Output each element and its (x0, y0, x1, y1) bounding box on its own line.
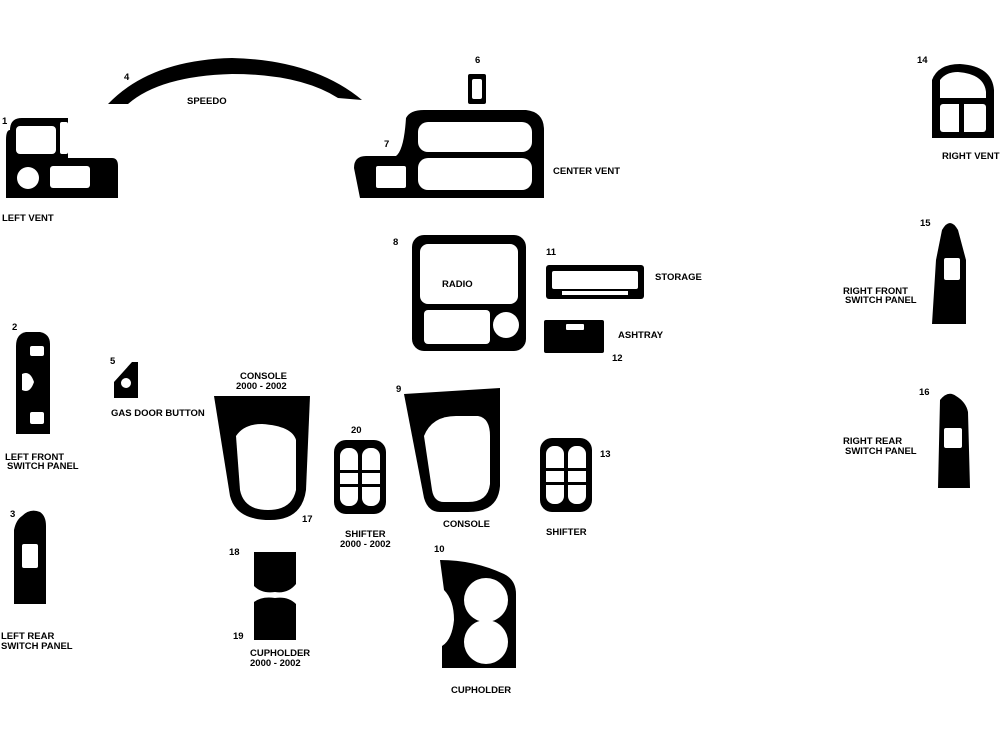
label-left-rear-2: SWITCH PANEL (1, 641, 73, 652)
label-shifter-2000-b: 2000 - 2002 (340, 539, 391, 550)
cupholder-piece (440, 560, 516, 668)
part-number-8: 8 (393, 237, 398, 248)
label-left-front-1: LEFT FRONT (5, 452, 64, 463)
label-ashtray: ASHTRAY (618, 330, 664, 341)
shifter-2000-2002-piece (334, 440, 386, 514)
part-number-6: 6 (475, 55, 480, 66)
right-vent-piece (932, 64, 994, 138)
console-2000-2002-piece (214, 396, 310, 520)
part-number-5: 5 (110, 356, 116, 367)
label-speedo: SPEEDO (187, 96, 227, 107)
part-number-9: 9 (396, 384, 401, 395)
part-number-15: 15 (920, 218, 931, 229)
left-vent-piece (6, 118, 118, 198)
label-radio: RADIO (442, 279, 473, 290)
label-gas-door-button: GAS DOOR BUTTON (111, 408, 205, 419)
label-right-rear-2: SWITCH PANEL (845, 446, 917, 457)
left-front-switch-piece (16, 332, 50, 434)
part-number-2: 2 (12, 322, 17, 333)
label-right-front-2: SWITCH PANEL (845, 295, 917, 306)
ashtray-piece (544, 320, 604, 353)
label-console: CONSOLE (443, 519, 490, 530)
label-right-front-1: RIGHT FRONT (843, 286, 908, 297)
center-vent-piece (354, 110, 544, 198)
label-cupholder-2000-b: 2000 - 2002 (250, 658, 301, 669)
part-number-20: 20 (351, 425, 362, 436)
part-number-16: 16 (919, 387, 930, 398)
label-center-vent: CENTER VENT (553, 166, 620, 177)
label-right-vent: RIGHT VENT (942, 151, 1000, 162)
part-number-18: 18 (229, 547, 240, 558)
part-number-19: 19 (233, 631, 244, 642)
left-rear-switch-piece (14, 510, 46, 604)
part-number-14: 14 (917, 55, 928, 66)
part-number-17: 17 (302, 514, 313, 525)
label-console-2000-b: 2000 - 2002 (236, 381, 287, 392)
speedo-piece (108, 58, 362, 104)
part-number-4: 4 (124, 72, 130, 83)
part-number-1: 1 (2, 116, 8, 127)
part-number-12: 12 (612, 353, 623, 364)
part-number-10: 10 (434, 544, 445, 555)
label-left-vent: LEFT VENT (2, 213, 54, 224)
small-piece-6 (468, 74, 486, 104)
right-front-switch-piece (932, 223, 966, 324)
part-number-11: 11 (546, 247, 557, 258)
part-number-13: 13 (600, 449, 611, 460)
label-console-2000-a: CONSOLE (240, 371, 287, 382)
label-cupholder: CUPHOLDER (451, 685, 511, 696)
right-rear-switch-piece (938, 393, 970, 488)
storage-piece (546, 265, 644, 299)
cupholder-2000-2002-piece (254, 552, 296, 640)
part-number-3: 3 (10, 509, 15, 520)
shifter-piece (540, 438, 592, 512)
label-shifter-2000-a: SHIFTER (345, 529, 386, 540)
label-left-rear-1: LEFT REAR (1, 631, 54, 642)
label-storage: STORAGE (655, 272, 702, 283)
console-piece (404, 388, 500, 512)
label-shifter: SHIFTER (546, 527, 587, 538)
radio-piece (412, 235, 526, 351)
label-right-rear-1: RIGHT REAR (843, 436, 902, 447)
label-cupholder-2000-a: CUPHOLDER (250, 648, 310, 659)
label-left-front-2: SWITCH PANEL (7, 461, 79, 472)
gas-door-button-piece (114, 362, 138, 398)
part-number-7: 7 (384, 139, 389, 150)
